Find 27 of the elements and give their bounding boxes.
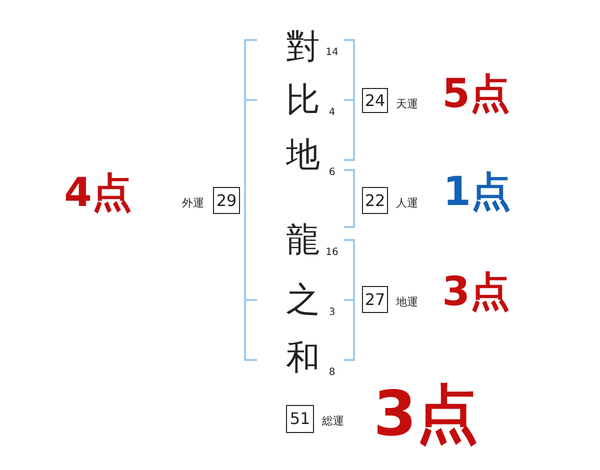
number-box: 24 <box>362 88 388 113</box>
name-character: 和 <box>286 341 320 375</box>
stroke-count: 16 <box>326 248 338 258</box>
fortune-score: 3点 <box>373 383 479 445</box>
fortune-score: 3点 <box>442 272 510 312</box>
stroke-count: 14 <box>326 48 338 58</box>
name-character: 之 <box>286 283 320 317</box>
number-box: 27 <box>362 286 388 313</box>
fortune-score: 4点 <box>64 173 132 213</box>
fortune-label: 外運 <box>182 198 204 208</box>
fortune-label: 総運 <box>322 416 344 426</box>
number-box: 22 <box>362 187 388 214</box>
fortune-score: 1点 <box>443 172 511 212</box>
name-character: 龍 <box>286 223 320 257</box>
name-character: 對 <box>286 30 320 64</box>
name-character: 比 <box>286 83 320 117</box>
stroke-count: 8 <box>328 368 336 378</box>
fortune-score: 5点 <box>442 74 510 114</box>
number-box: 51 <box>286 405 314 433</box>
number-box: 29 <box>213 187 240 214</box>
fortune-label: 地運 <box>396 296 418 308</box>
name-character: 地 <box>286 138 320 172</box>
fortune-label: 天運 <box>396 98 418 110</box>
stroke-count: 4 <box>328 108 336 118</box>
stroke-count: 3 <box>328 308 336 318</box>
fortune-label: 人運 <box>396 198 418 208</box>
stroke-count: 6 <box>328 168 336 178</box>
